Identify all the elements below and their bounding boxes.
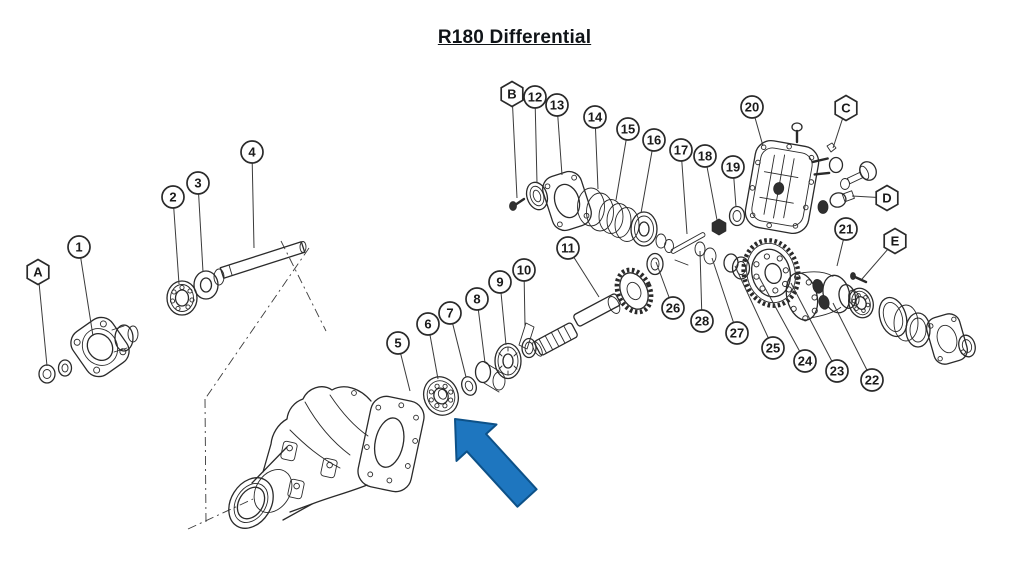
part-axle-shaft: [219, 241, 307, 279]
svg-text:E: E: [891, 234, 900, 249]
svg-text:9: 9: [496, 275, 503, 290]
svg-text:23: 23: [830, 364, 844, 379]
diagram-title: R180 Differential: [437, 27, 592, 48]
part-diff-case-assembly: [646, 238, 976, 365]
callout-18: 18: [693, 144, 718, 221]
callout-11: 11: [556, 236, 600, 298]
part-nut-washer: [38, 359, 73, 384]
part-carrier-housing: [228, 386, 425, 529]
svg-text:4: 4: [248, 145, 256, 160]
svg-text:1: 1: [75, 240, 82, 255]
callout-20: 20: [740, 95, 764, 147]
callout-24: 24: [758, 276, 817, 373]
svg-text:15: 15: [621, 122, 635, 137]
svg-text:13: 13: [550, 98, 564, 113]
svg-text:14: 14: [588, 110, 603, 125]
callout-5: 5: [386, 331, 411, 392]
svg-text:6: 6: [424, 317, 431, 332]
part-rear-cover: [744, 122, 877, 235]
svg-text:7: 7: [446, 306, 453, 321]
svg-text:16: 16: [647, 133, 661, 148]
callout-12: 12: [523, 85, 547, 184]
svg-text:B: B: [507, 87, 516, 102]
callout-8: 8: [465, 287, 489, 364]
callout-25: 25: [734, 265, 785, 360]
svg-text:20: 20: [745, 100, 759, 115]
callout-19: 19: [721, 155, 745, 208]
svg-text:3: 3: [194, 176, 201, 191]
callout-13: 13: [545, 93, 569, 176]
callout-16: 16: [640, 128, 666, 214]
svg-text:D: D: [882, 191, 891, 206]
svg-text:2: 2: [169, 190, 176, 205]
callout-9: 9: [488, 270, 512, 346]
svg-text:22: 22: [865, 373, 879, 388]
svg-text:21: 21: [839, 222, 853, 237]
svg-text:A: A: [33, 265, 43, 280]
svg-text:10: 10: [517, 263, 531, 278]
callout-28: 28: [690, 250, 714, 333]
callout-C: C: [832, 94, 858, 149]
svg-text:26: 26: [666, 301, 680, 316]
callout-7: 7: [438, 301, 467, 378]
callout-26: 26: [655, 261, 685, 320]
callout-E: E: [861, 227, 907, 280]
callout-15: 15: [615, 117, 640, 201]
callout-B: B: [500, 80, 524, 199]
part-spacer-stack: [461, 322, 537, 396]
part-axle-bearings: [166, 268, 225, 316]
svg-text:25: 25: [766, 341, 780, 356]
callout-27: 27: [711, 257, 749, 345]
callout-21: 21: [834, 217, 858, 267]
svg-text:11: 11: [561, 241, 575, 256]
callout-A: A: [26, 258, 50, 367]
highlight-arrow-icon: [454, 418, 538, 508]
callout-14: 14: [583, 105, 607, 190]
callout-D: D: [851, 184, 899, 212]
svg-text:12: 12: [528, 90, 542, 105]
callout-22: 22: [832, 302, 884, 392]
svg-text:C: C: [841, 101, 851, 116]
callout-2: 2: [161, 185, 185, 285]
part-retainer-assembly: [509, 170, 746, 266]
svg-text:27: 27: [730, 326, 744, 341]
callout-17: 17: [669, 138, 693, 235]
svg-text:19: 19: [726, 160, 740, 175]
callout-3: 3: [186, 171, 210, 273]
callout-10: 10: [512, 258, 536, 327]
construction-lines: [187, 240, 327, 530]
part-front-bearing: [422, 376, 460, 416]
part-drive-pinion: [532, 267, 654, 357]
svg-text:8: 8: [473, 292, 480, 307]
callout-23: 23: [790, 282, 849, 383]
callout-4: 4: [240, 140, 264, 249]
callout-6: 6: [416, 312, 440, 380]
svg-text:5: 5: [394, 336, 401, 351]
svg-text:18: 18: [698, 149, 712, 164]
svg-text:24: 24: [798, 354, 813, 369]
svg-text:28: 28: [695, 314, 709, 329]
callout-1: 1: [67, 235, 94, 337]
svg-text:17: 17: [674, 143, 688, 158]
part-companion-flange: [70, 316, 139, 378]
